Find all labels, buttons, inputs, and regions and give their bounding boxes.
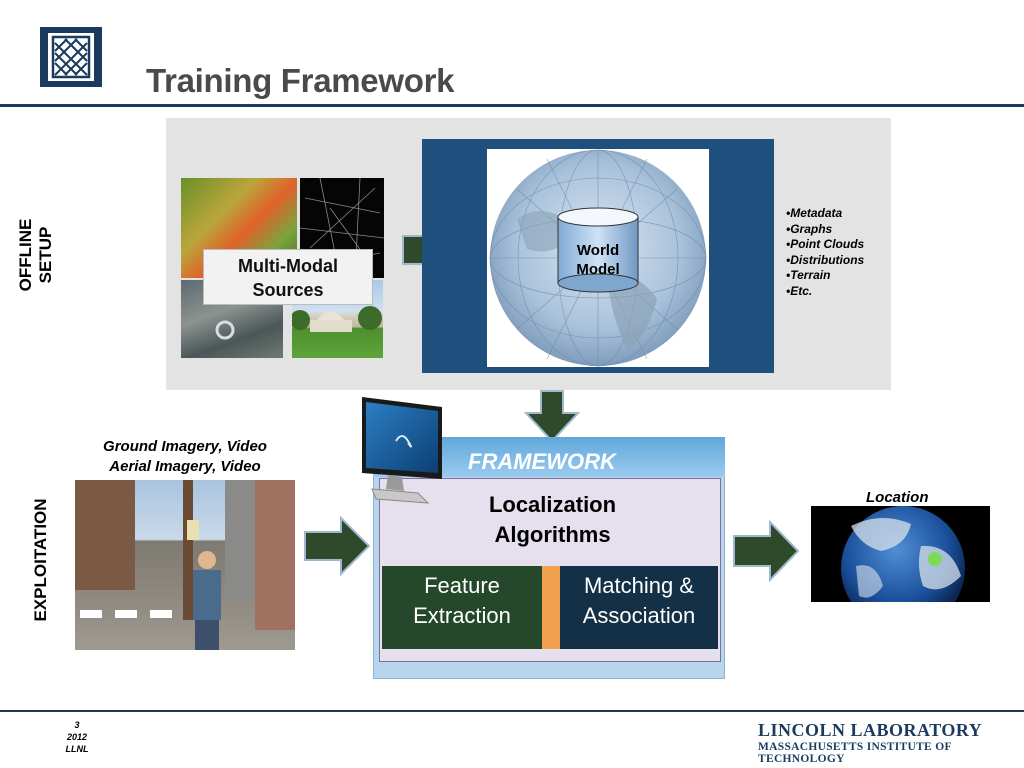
street-photo bbox=[75, 480, 295, 650]
aerial-dome-icon bbox=[215, 320, 235, 340]
imagery-to-framework-arrow bbox=[304, 516, 371, 576]
offline-setup-label: OFFLINE SETUP bbox=[16, 215, 56, 295]
computer-monitor-icon bbox=[362, 397, 442, 504]
bullet-metadata: •Metadata bbox=[786, 206, 843, 220]
footer-year: 2012 bbox=[66, 732, 88, 742]
localization-line1: Localization bbox=[488, 492, 617, 517]
matching-line2: Association bbox=[582, 603, 696, 628]
exploitation-label: EXPLOITATION bbox=[31, 498, 50, 622]
world-model-line1: World bbox=[576, 242, 620, 259]
database-cylinder-icon bbox=[557, 207, 639, 293]
bullet-point-clouds: •Point Clouds bbox=[786, 237, 865, 251]
top-divider bbox=[0, 104, 1024, 107]
ground-caption-line1: Ground Imagery, Video bbox=[103, 438, 267, 455]
localization-title: Localization Algorithms bbox=[380, 490, 725, 550]
feature-extraction-box: Feature Extraction bbox=[382, 566, 542, 649]
slide-number: 3 bbox=[74, 720, 80, 730]
bullet-distributions: •Distributions bbox=[786, 252, 865, 267]
graph-lines-icon bbox=[299, 177, 385, 279]
street-scene-icon bbox=[75, 480, 295, 650]
model-contents-list: •Metadata •Graphs •Point Clouds •Distrib… bbox=[786, 206, 864, 299]
logo-lattice-icon bbox=[51, 35, 91, 79]
ground-imagery-caption: Ground Imagery, Video Aerial Imagery, Vi… bbox=[80, 437, 290, 477]
multi-modal-sources-label: Multi-Modal Sources bbox=[203, 249, 373, 305]
bullet-terrain: •Terrain bbox=[786, 268, 831, 282]
matching-line1: Matching & bbox=[583, 573, 695, 598]
module-separator bbox=[542, 566, 560, 649]
location-globe-image bbox=[811, 506, 990, 602]
sources-line2: Sources bbox=[252, 280, 324, 300]
page-title: Training Framework bbox=[146, 62, 455, 99]
offline-label-line1: OFFLINE bbox=[16, 218, 35, 292]
offline-label-line2: SETUP bbox=[36, 226, 55, 284]
model-to-framework-arrow bbox=[524, 390, 580, 443]
bullet-etc: •Etc. bbox=[786, 283, 813, 298]
framework-to-location-arrow bbox=[733, 520, 800, 582]
world-model-label: World Model bbox=[555, 241, 641, 279]
world-model-line2: Model bbox=[576, 261, 620, 278]
framework-title: FRAMEWORK bbox=[468, 449, 616, 474]
location-caption: Location bbox=[866, 489, 929, 506]
matching-association-box: Matching & Association bbox=[560, 566, 718, 649]
localization-line2: Algorithms bbox=[494, 522, 611, 547]
sources-line1: Multi-Modal bbox=[238, 256, 338, 276]
bullet-graphs: •Graphs bbox=[786, 221, 833, 236]
lincoln-laboratory-wordmark: LINCOLN LABORATORY bbox=[758, 720, 983, 740]
bottom-divider bbox=[0, 710, 1024, 712]
footer-org: LLNL bbox=[65, 744, 89, 754]
feature-line1: Feature bbox=[424, 573, 500, 598]
mit-wordmark: MASSACHUSETTS INSTITUTE OF TECHNOLOGY bbox=[758, 741, 952, 765]
feature-line2: Extraction bbox=[413, 603, 511, 628]
dome-building-icon bbox=[290, 306, 382, 332]
mit-logo bbox=[40, 27, 102, 87]
ground-caption-line2: Aerial Imagery, Video bbox=[109, 458, 261, 475]
earth-globe-icon bbox=[841, 506, 965, 602]
